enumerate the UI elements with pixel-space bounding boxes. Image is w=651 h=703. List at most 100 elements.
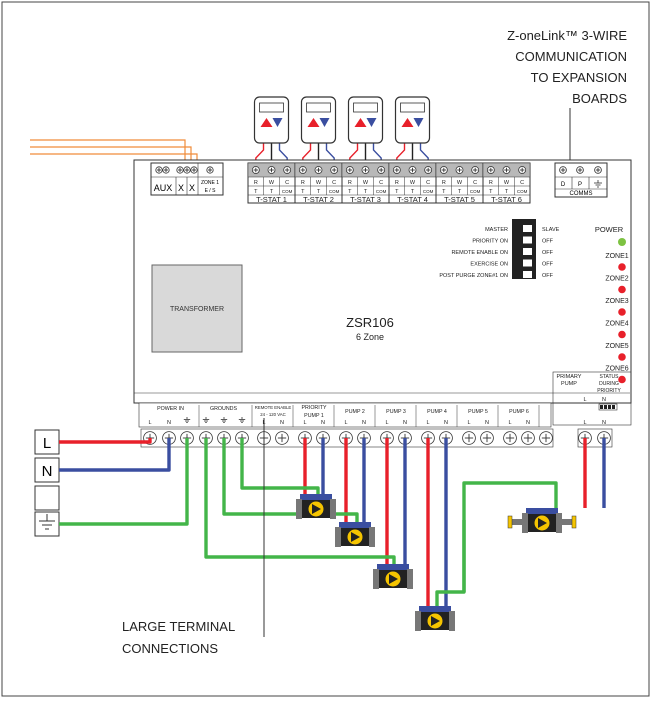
comms-d-label: D: [561, 182, 566, 188]
zone-led-5: [618, 353, 626, 361]
tstat-1-top-1: R: [254, 180, 258, 186]
ln-n-1: N: [167, 420, 171, 426]
tstat-6-label: T-STAT 6: [491, 195, 522, 204]
dip-toggle-5[interactable]: [516, 271, 523, 278]
dip-slot-1[interactable]: [516, 225, 532, 232]
tstat-3-bottom-2: T: [364, 189, 368, 195]
large-terminal-line2: CONNECTIONS: [122, 641, 218, 656]
bottom-header-frame: [138, 402, 552, 428]
thermostat-up-icon: [401, 118, 414, 127]
ln-n-6: N: [444, 420, 448, 426]
bottom-header-4-line-1: PRIORITY: [301, 405, 326, 411]
tstat-4-top-2: W: [410, 180, 416, 186]
dip-toggle-3[interactable]: [516, 248, 523, 255]
tstat-5-top-3: C: [473, 180, 477, 186]
primary-label-1: PRIMARY: [557, 374, 582, 380]
zone-led-label-6: ZONE6: [605, 366, 628, 373]
dip-slot-5[interactable]: [516, 271, 532, 278]
dip-toggle-1[interactable]: [516, 225, 523, 232]
comm-callout-line4: BOARDS: [572, 91, 627, 106]
dip-toggle-2[interactable]: [516, 236, 523, 244]
pump-1-flow-icon: [312, 504, 321, 514]
tstat-6-screw-1: [486, 166, 495, 174]
bottom-header-1-line-1: POWER IN: [157, 406, 184, 412]
dip-slot-2[interactable]: [516, 236, 532, 244]
zone-led-label-5: ZONE5: [605, 343, 628, 350]
tstat-4-label: T-STAT 4: [397, 195, 428, 204]
tstat-6-top-1: R: [489, 180, 493, 186]
power-led: [618, 238, 626, 246]
ln-l-4: L: [344, 420, 347, 426]
ln-l-5: L: [385, 420, 388, 426]
ln-l-3: L: [303, 420, 306, 426]
ln-n-7: N: [485, 420, 489, 426]
large-terminal-line1: LARGE TERMINAL: [122, 619, 235, 634]
tstat-2-top-3: C: [332, 180, 336, 186]
ln-l-7: L: [467, 420, 470, 426]
ln-n-4: N: [362, 420, 366, 426]
x2-label: X: [189, 183, 195, 193]
zone1-es-line2: E / S: [205, 188, 217, 194]
zone1-es-line1: ZONE 1: [201, 180, 219, 186]
dip-off-label-3: OFF: [542, 250, 554, 256]
tstat-5-label: T-STAT 5: [444, 195, 475, 204]
thermostat-group: [253, 96, 431, 166]
pump-3: [373, 564, 413, 589]
zone-led-4: [618, 330, 626, 339]
supply-l-box: [34, 429, 60, 455]
supply-ground-wire: [59, 438, 189, 526]
tstat-4-screw-3: [424, 166, 433, 174]
comm-callout-line3: TO EXPANSION: [531, 70, 627, 85]
model-label: ZSR106: [346, 315, 394, 330]
thermostat-down-icon: [272, 118, 283, 127]
tstat-3-top-3: C: [379, 180, 383, 186]
ln-l-1: L: [148, 420, 151, 426]
ln-n-9: N: [602, 420, 606, 426]
ln-n-3: N: [321, 420, 325, 426]
aux-screw-1: [155, 166, 163, 174]
zone-led-3: [618, 308, 626, 316]
tstat-3-screw-1: [345, 166, 354, 174]
tstat-1-screw-3: [283, 166, 292, 174]
pump4-ground-wire: [435, 520, 466, 608]
pump3-ground-wire: [204, 438, 396, 568]
comm-callout: Z-oneLink™ 3-WIRE COMMUNICATION TO EXPAN…: [507, 28, 627, 106]
ln-n-2: N: [280, 420, 284, 426]
tstat-4-bottom-3: COM: [423, 189, 434, 194]
tstat-3-label: T-STAT 3: [350, 195, 381, 204]
comms-ground-symbol: [594, 180, 602, 188]
primary-frame: [552, 371, 632, 426]
tstat-5-top-2: W: [457, 180, 463, 186]
bottom-screw-20: [521, 431, 535, 445]
tstat-1-top-2: W: [269, 180, 275, 186]
aux-label: AUX: [154, 183, 173, 193]
tstat-2-bottom-3: COM: [329, 189, 340, 194]
tstat-6-top-3: C: [520, 180, 524, 186]
ln-l-6: L: [426, 420, 429, 426]
dip-slot-3[interactable]: [516, 248, 532, 255]
bottom-screw-21: [539, 431, 553, 445]
bottom-header-7-line-1: PUMP 4: [427, 409, 447, 415]
bottom-header-2-line-1: GROUNDS: [210, 406, 238, 412]
tstat-6-bottom-3: COM: [517, 189, 528, 194]
bottom-header-6-line-1: PUMP 3: [386, 409, 406, 415]
tstat-2-label: T-STAT 2: [303, 195, 334, 204]
dip-off-label-2: OFF: [542, 239, 554, 245]
tstat-6-screw-2: [502, 166, 511, 174]
tstat-1-screw-1: [251, 166, 260, 174]
supply-line-wire: [59, 438, 152, 444]
pump-2: [335, 522, 375, 547]
supply-ground-symbol: [39, 514, 55, 530]
ln-n-5: N: [403, 420, 407, 426]
aux-screw-zone1: [206, 166, 214, 174]
dip-slot-4[interactable]: [516, 259, 532, 267]
supply-ground-box-top: [34, 485, 60, 511]
tstat-2-bottom-1: T: [301, 189, 305, 195]
tstat-3-top-2: W: [363, 180, 369, 186]
pump-2-flow-icon: [351, 532, 360, 542]
dip-toggle-4[interactable]: [516, 259, 523, 267]
transformer-label: TRANSFORMER: [170, 306, 224, 313]
